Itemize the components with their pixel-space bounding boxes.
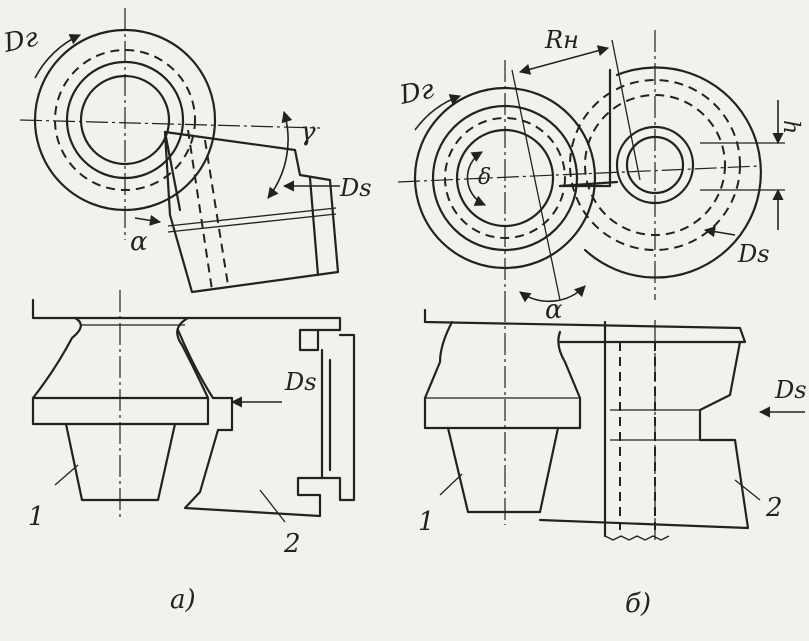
label-ds-a-top: Ds [339,174,372,202]
panel-a-workpiece-top [19,8,321,240]
panel-b: Dг Rн h δ Ds α Ds 1 2 б) [396,26,806,619]
panel-a: Dг γ Ds α Ds 1 2 а) [0,8,372,615]
label-part2-a: 2 [283,529,301,559]
label-dg-a: Dг [0,22,40,59]
label-ds-b-top: Ds [737,240,770,268]
panel-a-tool-top [134,110,340,294]
label-part1-a: 1 [28,502,45,532]
label-alpha-a: α [130,227,148,257]
panel-a-leader-1 [54,464,79,486]
label-delta: δ [478,165,491,190]
label-gamma: γ [300,117,316,147]
label-ds-a-side: Ds [284,368,317,396]
label-part1-b: 1 [418,507,435,537]
caption-a: а) [170,585,196,615]
label-alpha-b: α [545,295,563,325]
label-ds-b-side: Ds [774,376,807,404]
label-rn: Rн [544,26,579,54]
label-dg-b: Dг [396,74,436,111]
panel-a-tool-side [176,316,356,523]
panel-b-leader-1 [439,473,463,496]
panel-a-workpiece-side [31,290,210,520]
panel-b-tool-top [466,30,785,303]
panel-b-workpiece-top [397,60,761,300]
panel-b-tool-side [538,320,805,541]
label-h: h [778,120,803,134]
panel-b-workpiece-side [423,300,747,525]
label-part2-b: 2 [765,493,783,523]
caption-b: б) [625,589,651,619]
